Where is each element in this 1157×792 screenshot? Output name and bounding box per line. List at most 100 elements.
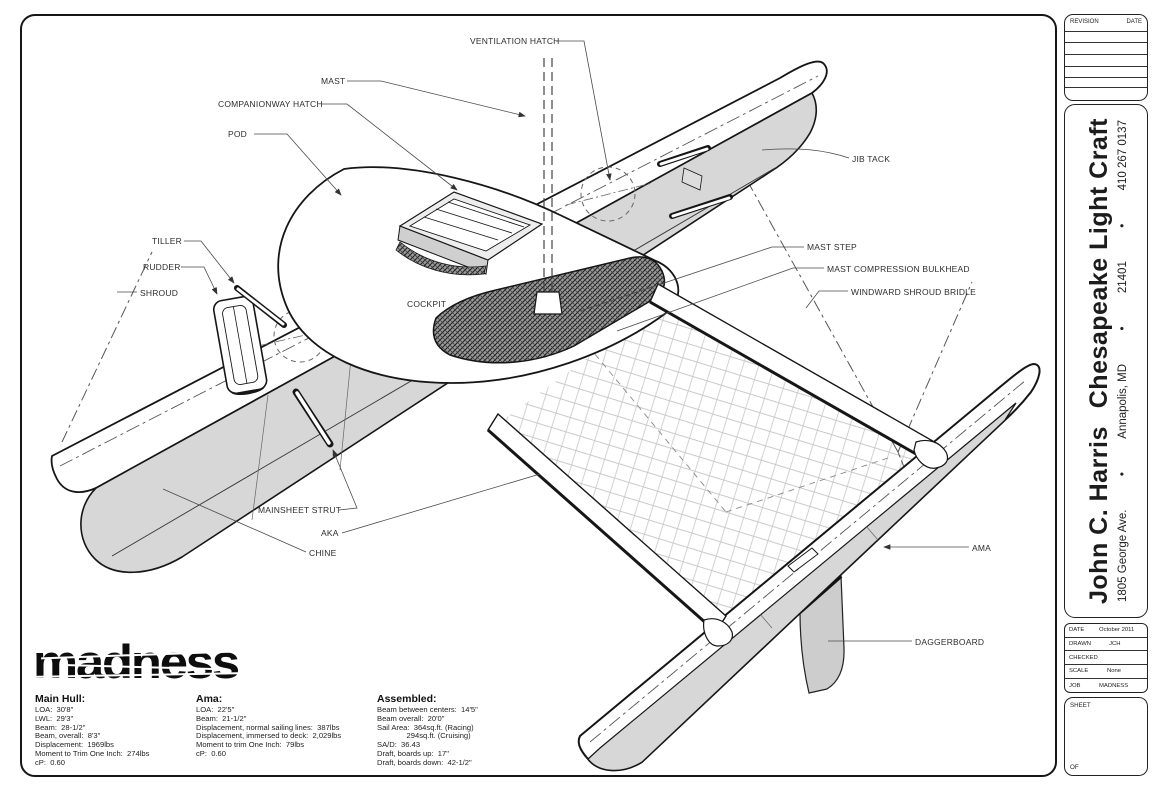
info-row-checked: CHECKED	[1065, 651, 1147, 666]
label-rudder: RUDDER	[143, 262, 181, 272]
label-tiller: TILLER	[152, 236, 182, 246]
hull-seam	[251, 394, 269, 521]
rudder	[212, 295, 268, 396]
bullet: •	[1117, 472, 1129, 477]
forward-aka-foot	[913, 439, 949, 469]
spec-line: LOA: 22'5"	[196, 705, 235, 714]
spec-line: Draft, boards down: 42-1/2"	[377, 757, 472, 767]
info-value: JCH	[1109, 641, 1121, 648]
designer-name: John C. Harris	[1085, 426, 1113, 604]
of-label: OF	[1070, 764, 1079, 771]
label-ventilation-hatch: VENTILATION HATCH	[470, 36, 560, 46]
mast	[533, 58, 563, 315]
leader-ventilation-hatch	[556, 40, 612, 181]
bullet: •	[1117, 223, 1129, 228]
designer-address: 1805 George Ave.	[1117, 509, 1129, 603]
spec-line: cP: 0.60	[35, 757, 65, 767]
spec-line: Moment to Trim One Inch: 274lbs	[35, 748, 150, 758]
revision-header: REVISION	[1070, 19, 1099, 25]
revision-row-line	[1065, 66, 1147, 67]
leader-chine	[162, 488, 307, 553]
label-ama: AMA	[972, 543, 991, 553]
pod	[277, 166, 680, 384]
trampoline	[492, 302, 930, 628]
spec-assembled-title: Assembled:	[377, 693, 437, 705]
spec-line: Beam: 28-1/2"	[35, 722, 86, 732]
label-mast: MAST	[321, 76, 345, 86]
label-mainsheet-strut: MAINSHEET STRUT	[258, 505, 341, 515]
spec-line: Sail Area: 364sq.ft. (Racing)	[377, 722, 474, 732]
label-aka: AKA	[321, 528, 339, 538]
info-table: DATE October 2011 DRAWN JCH CHECKED SCAL…	[1064, 623, 1148, 693]
info-label: CHECKED	[1069, 654, 1098, 661]
spec-line: Draft, boards up: 17"	[377, 748, 449, 758]
spec-line: 294sq.ft. (Cruising)	[377, 731, 471, 741]
spec-line: Displacement, normal sailing lines: 387l…	[196, 722, 340, 732]
madness-logo: madness	[33, 636, 248, 688]
leader-windward-shroud-bridle	[805, 290, 848, 309]
ama-side	[587, 402, 1017, 771]
ama-cleat	[787, 547, 819, 573]
label-daggerboard: DAGGERBOARD	[915, 637, 984, 647]
madness-logo-text: madness	[33, 635, 240, 688]
info-row-scale: SCALE None	[1065, 665, 1147, 679]
aft-aka-foot	[703, 618, 733, 647]
leader-tiller	[184, 240, 235, 284]
info-label: JOB	[1069, 682, 1081, 689]
leader-mast-compression-bulkhead	[616, 267, 824, 332]
hull-seam	[339, 347, 353, 471]
leader-aka	[341, 473, 541, 534]
sheet-label: SHEET	[1070, 702, 1091, 709]
leader-mast	[347, 80, 526, 118]
ama-seam	[759, 525, 879, 629]
label-jib-tack: JIB TACK	[852, 154, 890, 164]
spec-line: Moment to trim One Inch: 79lbs	[196, 740, 305, 750]
leader-mainsheet-strut	[332, 449, 358, 511]
leader-rudder	[181, 266, 218, 295]
info-value: October 2011	[1099, 627, 1135, 634]
callout-labels: VENTILATION HATCH MAST COMPANIONWAY HATC…	[140, 36, 991, 647]
revision-row-line	[1065, 54, 1147, 55]
revision-date-header: DATE	[1126, 19, 1142, 25]
leader-pod	[254, 133, 342, 196]
spec-line: Displacement: 1969lbs	[35, 740, 114, 750]
info-row-date: DATE October 2011	[1065, 624, 1147, 638]
label-mast-compression-bulkhead: MAST COMPRESSION BULKHEAD	[827, 264, 970, 274]
designer-city: Annapolis, MD	[1117, 363, 1129, 439]
spec-line: Beam overall: 20'0"	[377, 713, 445, 723]
mainsheet-strut	[292, 388, 334, 448]
label-cockpit: COCKPIT	[407, 299, 446, 309]
sheet-box: SHEET OF	[1064, 697, 1148, 776]
label-shroud: SHROUD	[140, 288, 178, 298]
leader-companionway-hatch	[321, 103, 458, 191]
label-windward-shroud-bridle: WINDWARD SHROUD BRIDLE	[851, 287, 976, 297]
revision-row-line	[1065, 42, 1147, 43]
info-label: DRAWN	[1069, 641, 1092, 648]
spec-line: SA/D: 36.43	[377, 740, 421, 750]
spec-assembled: Assembled: Beam between centers: 14'5" B…	[377, 693, 478, 768]
label-mast-step: MAST STEP	[807, 242, 857, 252]
jib-tack-fitting	[657, 145, 733, 219]
forward-aka	[649, 283, 949, 469]
revision-row-line	[1065, 87, 1147, 88]
revision-row-line	[1065, 77, 1147, 78]
mast-base	[533, 291, 563, 315]
vent-hatch-centerline	[565, 182, 653, 206]
designer-zip: 21401	[1117, 261, 1129, 294]
spec-line: cP: 0.60	[196, 748, 226, 758]
spec-ama-title: Ama:	[196, 693, 223, 705]
info-row-drawn: DRAWN JCH	[1065, 638, 1147, 652]
leader-jib-tack	[761, 148, 850, 159]
spec-line: Beam: 21-1/2"	[196, 713, 247, 723]
info-value: None	[1107, 668, 1122, 675]
info-value: MADNESS	[1099, 682, 1129, 689]
info-label: SCALE	[1069, 668, 1089, 675]
companionway-hatch	[395, 191, 544, 276]
spec-line: LOA: 30'8"	[35, 705, 74, 714]
designer-title-box	[1064, 104, 1148, 618]
info-row-job: JOB MADNESS	[1065, 679, 1147, 692]
spec-main-hull-title: Main Hull:	[35, 693, 86, 705]
leader-mast-step	[579, 246, 804, 312]
label-companionway-hatch: COMPANIONWAY HATCH	[218, 99, 323, 109]
designer-title: John C. Harris Chesapeake Light Craft 18…	[1068, 108, 1146, 614]
